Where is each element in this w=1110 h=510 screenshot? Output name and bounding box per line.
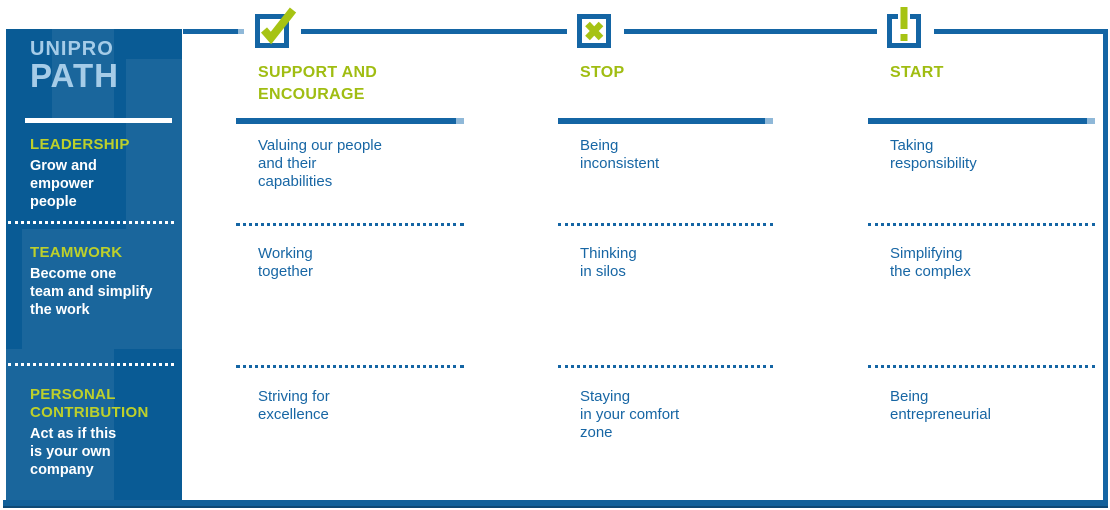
sidebar-section-leadership: LEADERSHIP Grow and empower people <box>30 136 175 211</box>
section-title: TEAMWORK <box>30 244 123 261</box>
column-header: STOP <box>580 64 625 81</box>
header-underline <box>558 118 773 124</box>
checkbox-x-icon <box>575 5 621 54</box>
dotted-separator <box>236 223 464 226</box>
brand-line-1: UNIPRO <box>30 38 114 60</box>
column-header: SUPPORT AND ENCOURAGE <box>258 64 378 103</box>
watermark-shape <box>126 59 182 229</box>
connector-line-segment <box>624 29 877 34</box>
column-start: START Taking responsibility Simplifying … <box>868 0 1095 500</box>
dotted-separator <box>236 365 464 368</box>
column-cell: Being inconsistent <box>580 137 660 172</box>
dotted-separator <box>558 365 773 368</box>
column-support-and-encourage: SUPPORT AND ENCOURAGE Valuing our people… <box>236 0 464 500</box>
brand-line-2: PATH <box>30 57 119 94</box>
sidebar-divider <box>25 118 172 123</box>
dotted-separator <box>868 365 1095 368</box>
column-cell: Striving for excellence <box>258 388 330 423</box>
section-title: LEADERSHIP <box>30 136 130 153</box>
header-underline <box>236 118 464 124</box>
bottom-bar <box>3 500 1108 508</box>
connector-line-segment <box>934 29 1108 34</box>
watermark-shape <box>52 29 114 121</box>
section-description: Become one team and simplify the work <box>30 266 153 318</box>
connector-line-segment <box>183 29 244 34</box>
sidebar-dotted-separator <box>8 221 174 224</box>
dotted-separator <box>868 223 1095 226</box>
sidebar-section-personal-contribution: PERSONAL CONTRIBUTION Act as if this is … <box>30 386 175 479</box>
section-description: Grow and empower people <box>30 158 97 210</box>
sidebar-dotted-separator <box>8 363 174 366</box>
column-cell: Simplifying the complex <box>890 245 971 280</box>
column-cell: Being entrepreneurial <box>890 388 991 423</box>
checkbox-checked-icon <box>253 5 299 54</box>
dotted-separator <box>558 223 773 226</box>
right-border-line <box>1103 29 1108 500</box>
watermark-shape <box>6 349 114 500</box>
column-stop: STOP Being inconsistent Thinking in silo… <box>558 0 773 500</box>
exclamation-box-icon <box>885 5 931 54</box>
column-cell: Working together <box>258 245 314 280</box>
sidebar: UNIPRO PATH LEADERSHIP Grow and empower … <box>6 29 182 500</box>
section-title: PERSONAL CONTRIBUTION <box>30 386 149 421</box>
column-cell: Taking responsibility <box>890 137 977 172</box>
column-cell: Staying in your comfort zone <box>580 388 680 441</box>
column-cell: Thinking in silos <box>580 245 637 280</box>
sidebar-section-teamwork: TEAMWORK Become one team and simplify th… <box>30 244 175 319</box>
watermark-shape <box>22 229 182 349</box>
connector-line-segment <box>301 29 567 34</box>
brand-logo: UNIPRO PATH <box>30 38 119 92</box>
column-cell: Valuing our people and their capabilitie… <box>258 137 382 190</box>
section-description: Act as if this is your own company <box>30 426 117 478</box>
header-underline <box>868 118 1095 124</box>
column-header: START <box>890 64 944 81</box>
